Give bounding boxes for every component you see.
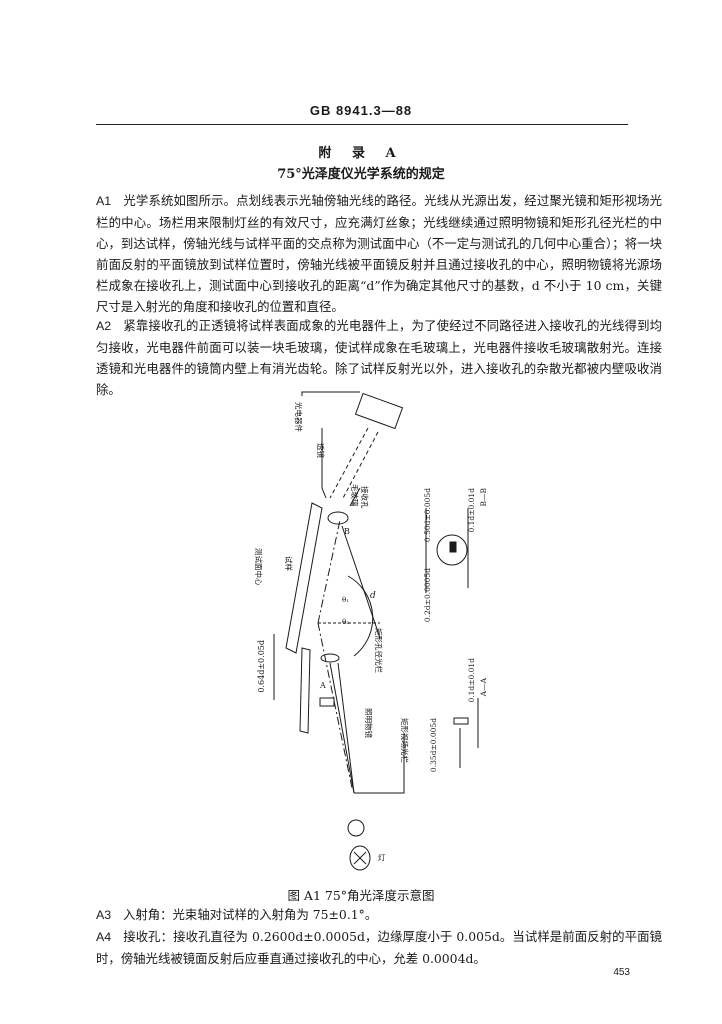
label-test-center: 测试面中心 (254, 548, 264, 586)
illumination-objective (320, 653, 340, 663)
lens-tube-line (341, 431, 379, 501)
label-illum-objective: 照明物镜 (364, 708, 374, 738)
lamp-filament (353, 851, 367, 865)
standard-code: GB 8941.3—88 (309, 103, 413, 118)
lamp-bulb (349, 845, 371, 871)
label-photocell: 光电器件 (294, 402, 304, 432)
lens-tube-line (329, 427, 369, 499)
paragraph-text: 入射角：光束轴对试样的入射角为 75±0.1°。 (122, 907, 378, 922)
lens-leader (321, 428, 327, 499)
incident-ray (317, 622, 353, 789)
section-aa-mark (453, 717, 469, 725)
lower-ray (329, 662, 355, 794)
section-bb-mark (449, 541, 457, 553)
header-rule (96, 124, 628, 125)
label-receiver-aperture: 接收孔 (360, 486, 370, 509)
aperture-stop (319, 697, 335, 707)
label-specimen: 试样 (284, 556, 294, 571)
label-a: A (319, 681, 326, 690)
paragraph-label: A3 (96, 908, 112, 922)
label-section-aa: A—A (479, 677, 488, 697)
label-dim-020: 0.2d±0.0005d (423, 568, 432, 622)
d-dimension-line (341, 525, 381, 639)
label-lens: 透镜 (316, 443, 326, 458)
lower-ray (337, 662, 355, 794)
label-dim-010-a: 0.1d±0.01d (467, 658, 476, 703)
label-dim-050: 0.50d±0.005d (423, 488, 432, 542)
label-ground-glass: 毛玻璃 (350, 484, 360, 507)
appendix-subtitle: 75°光泽度仪光学系统的规定 (277, 167, 445, 182)
label-dim-035: 0.35d±0.005d (429, 718, 438, 772)
condenser-lens (347, 819, 365, 837)
receiver-aperture (327, 511, 349, 525)
paragraph-text: 光学系统如图所示。点划线表示光轴傍轴光线的路径。光线从光源出发，经过聚光镜和矩形… (96, 193, 662, 314)
page-number: 453 (613, 967, 630, 978)
paragraph-text: 接收孔：接收孔直径为 0.2600d±0.0005d，边缘厚度小于 0.005d… (96, 929, 662, 966)
label-theta2: θ₂ (342, 618, 349, 626)
photocell-box (354, 392, 404, 430)
label-dim-064: 0.64d±0.05d (257, 640, 266, 693)
label-theta: θ₁ (342, 596, 349, 604)
paragraph-label: A1 (96, 194, 112, 208)
paragraph-a4: A4 接收孔：接收孔直径为 0.2600d±0.0005d，边缘厚度小于 0.0… (96, 926, 662, 969)
label-lamp: 灯 (378, 852, 386, 862)
section-bb-circle (436, 534, 468, 566)
label-rect-aperture-stop: 矩形孔径光栏 (374, 628, 384, 673)
label-d: d (370, 591, 376, 601)
paragraph-label: A2 (96, 319, 112, 333)
appendix-title: 附 录 A (318, 146, 404, 161)
optical-diagram: 光电器件 透镜 接收孔 毛玻璃 测试面中心 试样 矩形孔径光栏 照明物镜 矩形视… (254, 391, 488, 871)
specimen-plate (285, 502, 323, 654)
label-rect-field-stop: 矩形视场光栏 (400, 718, 410, 763)
angle-arc (347, 575, 374, 657)
label-section-bb: B—B (479, 488, 488, 507)
label-dim-010-b: 0.1d±0.01d (467, 488, 476, 533)
reflected-ray (317, 519, 341, 624)
specimen-plate-lower (299, 647, 311, 734)
paragraph-a2: A2 紧靠接收孔的正透镜将试样表面成象的光电器件上，为了使经过不同路径进入接收孔… (96, 315, 662, 400)
paragraph-label: A4 (96, 930, 112, 944)
figure-caption: 图 A1 75°角光泽度示意图 (287, 888, 435, 903)
field-stop-leader (354, 733, 405, 794)
paragraph-text: 紧靠接收孔的正透镜将试样表面成象的光电器件上，为了使经过不同路径进入接收孔的光线… (96, 318, 662, 397)
paragraph-a3: A3 入射角：光束轴对试样的入射角为 75±0.1°。 (96, 904, 662, 926)
label-b: B (344, 527, 350, 536)
ground-glass-line (349, 487, 361, 507)
photocell-leader (301, 391, 360, 396)
paragraph-a1: A1 光学系统如图所示。点划线表示光轴傍轴光线的路径。光线从光源出发，经过聚光镜… (96, 190, 662, 317)
